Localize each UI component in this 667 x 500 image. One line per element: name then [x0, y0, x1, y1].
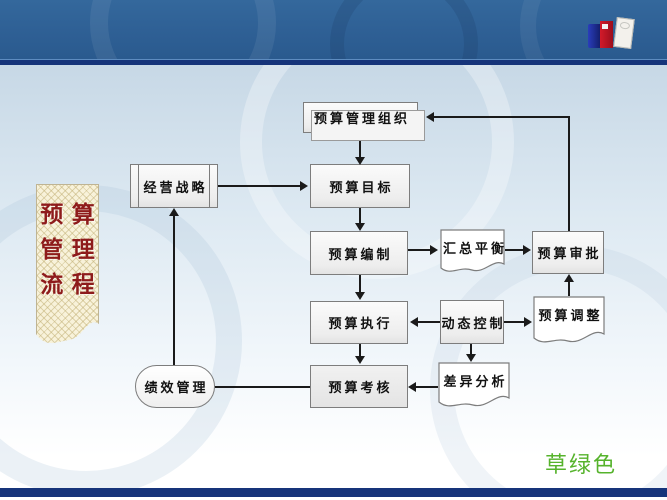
- arrow-prepare-to-balance: [408, 249, 430, 251]
- predefined-process-bar: [209, 164, 210, 208]
- book-red-icon: [600, 21, 613, 48]
- slide-background: [0, 65, 667, 490]
- flow-node-summary-balance: 汇总平衡: [440, 229, 505, 275]
- caption-grass-green: 草绿色: [545, 453, 618, 478]
- title-scroll-text: 预 算 管 理 流 程: [36, 184, 99, 297]
- arrow-control-to-variance: [470, 344, 472, 356]
- arrow-approve-to-org-horizontal: [434, 116, 570, 118]
- arrowhead-right-icon: [300, 181, 308, 191]
- arrowhead-left-icon: [426, 112, 434, 122]
- flow-node-budget-preparation: 预算编制: [310, 231, 408, 275]
- arrowhead-left-icon: [410, 317, 418, 327]
- arrow-execute-to-assess: [359, 344, 361, 358]
- flow-node-budget-organization: 预算管理组织: [303, 102, 425, 141]
- arrowhead-right-icon: [430, 245, 438, 255]
- arrowhead-right-icon: [523, 245, 531, 255]
- flow-node-budget-adjustment: 预算调整: [533, 296, 605, 346]
- arrow-variance-to-assess: [416, 386, 438, 388]
- arrowhead-down-icon: [355, 292, 365, 300]
- document-shape: [533, 296, 605, 343]
- arrow-adjust-to-approve: [568, 282, 570, 296]
- title-char: 管: [40, 237, 64, 263]
- title-char: 流: [40, 272, 64, 298]
- arrow-strategy-to-target: [218, 185, 300, 187]
- arrowhead-left-icon: [408, 382, 416, 392]
- books-icon: [588, 17, 638, 49]
- arrowhead-up-icon: [564, 274, 574, 282]
- arrow-approve-to-org-vertical: [568, 117, 570, 231]
- flow-node-budget-approval: 预算审批: [532, 231, 604, 274]
- book-white-icon: [613, 17, 635, 49]
- flow-node-label: 汇总平衡: [443, 242, 508, 257]
- flow-node-performance-management: 绩效管理: [135, 365, 215, 408]
- arrowhead-down-icon: [355, 157, 365, 165]
- title-char: 理: [71, 237, 95, 263]
- arrowhead-down-icon: [466, 354, 476, 362]
- predefined-process-bar: [138, 164, 139, 208]
- arrow-prepare-to-execute: [359, 275, 361, 294]
- title-char: 算: [71, 202, 95, 228]
- arrow-control-to-execute: [418, 321, 440, 323]
- banner-divider: [0, 59, 667, 66]
- connector-assess-to-performance: [215, 386, 310, 388]
- banner-decor-circle: [330, 0, 478, 59]
- flow-node-budget-execution: 预算执行: [310, 301, 408, 344]
- flow-node-variance-analysis: 差异分析: [438, 362, 510, 410]
- arrow-org-to-target: [359, 133, 361, 159]
- arrow-performance-to-strategy: [173, 216, 175, 365]
- top-banner: [0, 0, 667, 59]
- bottom-bar: [0, 488, 667, 497]
- document-shape: [440, 229, 505, 272]
- flow-node-business-strategy: 经营战略: [130, 164, 218, 208]
- banner-decor-circle: [520, 0, 667, 59]
- title-char: 预: [40, 202, 64, 228]
- arrow-balance-to-approve: [505, 249, 523, 251]
- flow-node-dynamic-control: 动态控制: [440, 300, 504, 344]
- flow-node-label: 预算调整: [538, 309, 603, 324]
- banner-decor-circle: [90, 0, 276, 59]
- arrowhead-up-icon: [169, 208, 179, 216]
- flow-node-label: 经营战略: [143, 180, 208, 196]
- arrow-target-to-prepare: [359, 208, 361, 225]
- arrowhead-down-icon: [355, 356, 365, 364]
- arrowhead-right-icon: [524, 317, 532, 327]
- flow-node-budget-assessment: 预算考核: [310, 365, 408, 408]
- book-blue-icon: [588, 24, 600, 48]
- arrow-control-to-adjust: [504, 321, 524, 323]
- title-char: 程: [71, 272, 95, 298]
- arrowhead-down-icon: [355, 223, 365, 231]
- title-scroll-banner: 预 算 管 理 流 程: [36, 184, 99, 346]
- flow-node-label: 差异分析: [443, 375, 508, 390]
- flow-node-budget-target: 预算目标: [310, 164, 410, 208]
- document-shape: [438, 362, 510, 407]
